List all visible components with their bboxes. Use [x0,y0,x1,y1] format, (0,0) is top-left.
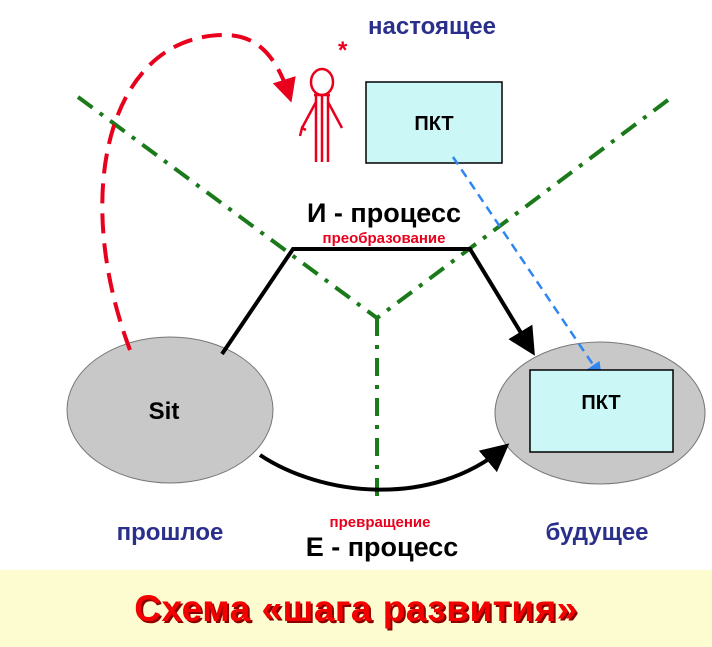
time-divider-lines [76,95,670,505]
reflection-arrow [100,32,296,351]
pkt-box-future [529,369,674,453]
pkt-box-future-label: ПКТ [581,392,620,414]
i-process-path [220,247,535,356]
pkt-box-present [365,81,503,164]
diagram-title: Схема «шага развития» [134,587,578,629]
present-label: настоящее [368,13,496,40]
observer-figure-icon [298,67,344,162]
step-of-development-diagram: * настоящее ПКТ ПКТ Sit И - процесс прео… [66,13,706,562]
past-situation-ellipse [66,336,274,484]
e-process-arc [258,443,510,492]
divider-past-present [76,95,379,320]
past-label: прошлое [117,519,224,546]
observer-asterisk: * [338,37,348,64]
i-process-label: И - процесс [307,198,461,228]
future-label: будущее [545,519,648,546]
title-banner: Схема «шага развития» [0,570,712,647]
e-process-label: Е - процесс [306,532,459,562]
pkt-box-present-label: ПКТ [414,113,453,135]
transformation-label: преобразование [323,230,446,247]
situation-label: Sit [149,398,180,425]
conversion-label: превращение [330,514,431,531]
